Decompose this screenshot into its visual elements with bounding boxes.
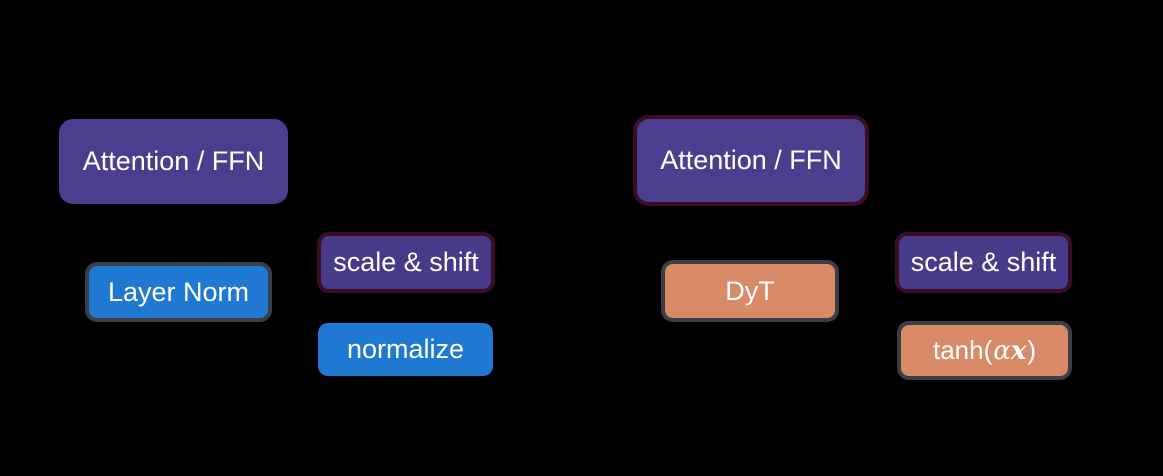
scale-shift-label-left: scale & shift: [333, 247, 479, 277]
attention-ffn-box-right: Attention / FFN: [633, 115, 869, 206]
x-symbol: x: [1010, 336, 1027, 366]
scale-shift-box-right: scale & shift: [895, 232, 1072, 293]
layer-norm-box: Layer Norm: [85, 262, 272, 322]
tanh-alpha-x-box: tanh(αx): [897, 321, 1072, 380]
tanh-label: tanh(αx): [933, 335, 1036, 366]
attention-ffn-box-left: Attention / FFN: [59, 119, 288, 204]
layer-norm-label: Layer Norm: [107, 276, 250, 307]
attention-ffn-label-left: Attention / FFN: [82, 146, 265, 176]
alpha-symbol: α: [993, 336, 1011, 366]
dyt-box: DyT: [661, 260, 839, 322]
normalize-label: normalize: [346, 334, 465, 364]
attention-ffn-label-right: Attention / FFN: [660, 145, 842, 175]
tanh-prefix: tanh(: [932, 335, 993, 365]
tanh-suffix: ): [1027, 335, 1036, 365]
normalize-box: normalize: [318, 323, 493, 376]
scale-shift-box-left: scale & shift: [317, 232, 495, 293]
scale-shift-label-right: scale & shift: [910, 247, 1057, 277]
dyt-label: DyT: [725, 275, 775, 306]
